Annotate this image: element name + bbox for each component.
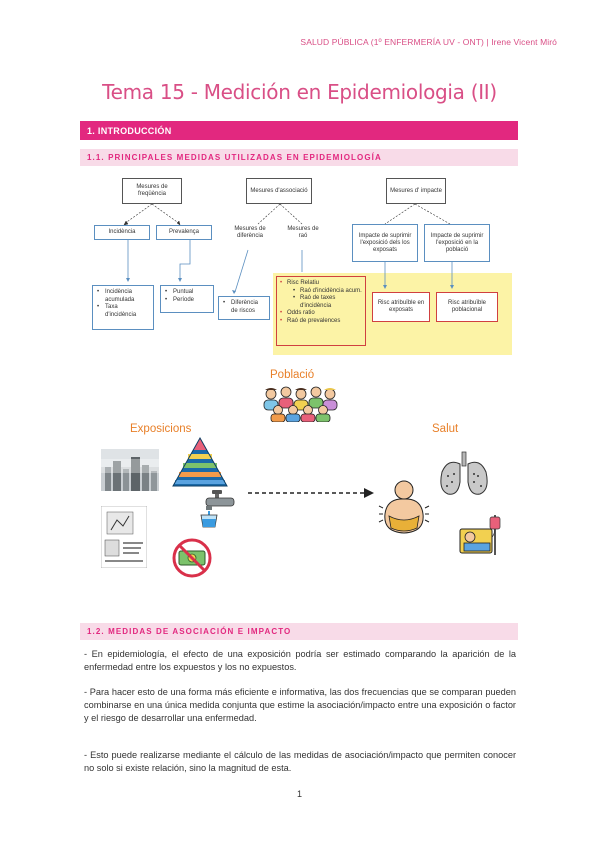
attributable-risk-population-box: Risc atribuïble poblacional xyxy=(436,292,498,322)
list-item: Puntual xyxy=(165,289,210,297)
population-label: Població xyxy=(270,369,315,381)
page-title: Tema 15 - Medición en Epidemiologia (II) xyxy=(102,80,497,104)
impact-measures-label: Mesures d' impacte xyxy=(390,187,442,194)
page-number: 1 xyxy=(296,789,302,799)
impact-exposed-box: Impacte de suprimir l'exposició dels los… xyxy=(352,224,418,262)
difference-measures-label: Mesures de diferència xyxy=(234,226,266,239)
water-faucet-icon xyxy=(200,490,235,528)
incidence-box: Incidència xyxy=(94,225,150,240)
ratio-measures: Mesures de raó xyxy=(284,226,322,240)
paragraph-1: - En epidemiología, el efecto de una exp… xyxy=(84,649,516,672)
impact-exposed-label: Impacte de suprimir l'exposició dels los… xyxy=(358,232,412,253)
list-item: Raó d'incidència acum. xyxy=(280,288,362,296)
ratio-types-list: Risc Relatiu Raó d'incidència acum. Raó … xyxy=(276,276,366,346)
measures-diagram: Mesures de freqüència Mesures d'associac… xyxy=(80,172,520,357)
impact-measures-box: Mesures d' impacte xyxy=(386,178,446,204)
diagram-connectors xyxy=(123,203,454,294)
risk-difference-box: Diferència de riscos xyxy=(218,296,270,320)
list-item: Període xyxy=(165,297,210,305)
list-item: Risc Relatiu xyxy=(280,280,362,288)
prevalence-types-list: Puntual Període xyxy=(160,285,214,313)
health-label: Salut xyxy=(432,423,459,435)
list-item: Incidència acumulada xyxy=(97,289,150,304)
workplace-document-icon xyxy=(101,506,147,568)
freq-measures-label: Mesures de freqüència xyxy=(136,184,168,197)
population-people-icon xyxy=(263,386,338,422)
exposure-health-arrow xyxy=(248,488,374,498)
attributable-risk-population-label: Risc atribuïble poblacional xyxy=(447,299,486,314)
subsection-heading-principal-measures: 1.1. PRINCIPALES MEDIDAS UTILIZADAS EN E… xyxy=(80,149,518,166)
impact-population-box: Impacte de suprimir l'exposició en la po… xyxy=(424,224,490,262)
attributable-risk-exposed-box: Risc atribuïble en exposats xyxy=(372,292,430,322)
assoc-measures-label: Mesures d'associació xyxy=(250,187,308,194)
paragraph-3: - Esto puede realizarse mediante el cálc… xyxy=(84,750,516,773)
list-item: Raó de taxes d'incidència xyxy=(280,295,362,310)
list-item: Taxa d'incidència xyxy=(97,304,150,319)
incidence-types-list: Incidència acumulada Taxa d'incidència xyxy=(92,285,154,330)
obesity-icon xyxy=(378,480,430,534)
prevalence-box: Prevalença xyxy=(156,225,212,240)
section-heading-introduction: 1. INTRODUCCIÓN xyxy=(80,121,518,140)
incidence-label: Incidència xyxy=(108,229,136,235)
exposures-label: Exposicions xyxy=(130,423,192,435)
difference-measures: Mesures de diferència xyxy=(228,226,272,240)
paragraph-2: - Para hacer esto de una forma más efici… xyxy=(84,687,516,723)
list-item: Diferència de riscos xyxy=(223,300,266,315)
freq-measures-box: Mesures de freqüència xyxy=(122,178,182,204)
lungs-icon xyxy=(440,451,488,495)
assoc-measures-box: Mesures d'associació xyxy=(246,178,312,204)
list-item: Odds ratio xyxy=(280,310,362,318)
air-pollution-icon xyxy=(101,449,159,491)
no-money-icon xyxy=(172,538,212,578)
subsection-heading-association-impact: 1.2. MEDIDAS DE ASOCIACIÓN E IMPACTO xyxy=(80,623,518,640)
food-pyramid-icon xyxy=(172,436,228,487)
impact-population-label: Impacte de suprimir l'exposició en la po… xyxy=(430,232,484,253)
hospital-patient-icon xyxy=(459,515,501,555)
header-note: SALUD PÚBLICA (1º ENFERMERÍA UV - ONT) |… xyxy=(300,37,557,47)
ratio-measures-label: Mesures de raó xyxy=(287,226,319,239)
prevalence-label: Prevalença xyxy=(168,229,200,235)
attributable-risk-exposed-label: Risc atribuïble en exposats xyxy=(377,299,425,314)
list-item: Raó de prevalences xyxy=(280,318,362,326)
